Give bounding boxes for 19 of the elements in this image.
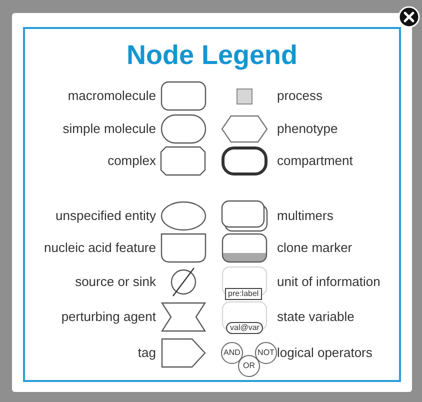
legend-label: complex <box>108 153 156 169</box>
legend-label: process <box>277 88 323 104</box>
legend-label: unspecified entity <box>56 208 156 224</box>
legend-label: multimers <box>277 208 334 224</box>
legend-label: nucleic acid feature <box>44 240 156 256</box>
title: Node Legend <box>125 39 298 72</box>
legend-label: compartment <box>277 153 353 169</box>
info-label: pre:label <box>225 288 262 300</box>
legend-label: simple molecule <box>62 121 156 137</box>
legend-label: perturbing agent <box>61 309 156 325</box>
legend-label: unit of information <box>277 274 380 290</box>
state-label: val@var <box>226 322 264 334</box>
legend-label: source or sink <box>75 274 156 290</box>
legend-label: logical operators <box>277 345 372 361</box>
legend-label: state variable <box>277 309 354 325</box>
legend-label: macromolecule <box>68 88 156 104</box>
legend-label: phenotype <box>277 121 338 137</box>
legend-label: tag <box>138 345 156 361</box>
legend-label: clone marker <box>277 240 352 256</box>
